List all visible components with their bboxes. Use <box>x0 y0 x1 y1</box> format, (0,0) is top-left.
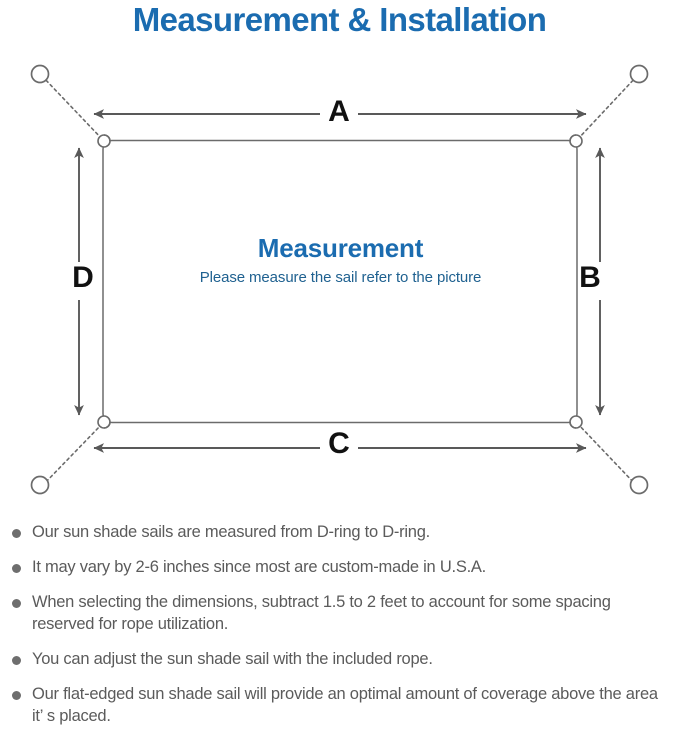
note-text: Our flat-edged sun shade sail will provi… <box>32 684 658 725</box>
diagram-svg <box>30 64 649 495</box>
d-ring-tab-bottom-right <box>569 421 577 429</box>
rope-line-top-right <box>576 75 638 141</box>
rope-line-bottom-left <box>41 422 104 487</box>
note-text: When selecting the dimensions, subtract … <box>32 592 611 633</box>
d-ring-tabs <box>103 134 577 429</box>
bullet-icon <box>12 563 21 573</box>
anchor-points <box>30 64 649 495</box>
rope-line-bottom-right <box>576 422 638 487</box>
dimension-label-a: A <box>328 95 350 128</box>
list-item: It may vary by 2-6 inches since most are… <box>0 557 679 579</box>
page-title: Measurement & Installation <box>132 1 547 38</box>
list-item: Our flat-edged sun shade sail will provi… <box>0 684 679 728</box>
d-ring-tab-top-left <box>103 134 111 142</box>
list-item: Our sun shade sails are measured from D-… <box>0 522 679 544</box>
sail-caption-title: Measurement <box>257 233 424 263</box>
dimension-label-c: C <box>328 427 350 460</box>
dimension-label-b: B <box>579 261 601 294</box>
note-text: Our sun shade sails are measured from D-… <box>32 523 430 541</box>
sail-body <box>102 139 578 424</box>
anchor-point-bottom-right <box>629 475 649 495</box>
notes-list: Our sun shade sails are measured from D-… <box>0 522 679 741</box>
rope-lines <box>41 75 638 487</box>
bullet-icon <box>12 655 21 665</box>
sail-caption: Measurement Please measure the sail refe… <box>102 234 579 286</box>
d-ring-tab-bottom-left <box>103 421 111 429</box>
anchor-point-top-left <box>30 64 50 84</box>
shade-sail-measurement-diagram: A B C D Measurement Please measure the s… <box>0 44 679 520</box>
bullet-icon <box>12 529 21 538</box>
list-item: You can adjust the sun shade sail with t… <box>0 649 679 671</box>
d-ring-tab-top-right <box>569 134 577 142</box>
bullet-icon <box>12 690 21 700</box>
bullet-icon <box>12 598 21 608</box>
dimension-label-d: D <box>72 261 94 294</box>
list-item: When selecting the dimensions, subtract … <box>0 592 679 636</box>
anchor-point-top-right <box>629 64 649 84</box>
note-text: You can adjust the sun shade sail with t… <box>32 649 433 668</box>
rope-line-top-left <box>41 75 104 141</box>
anchor-point-bottom-left <box>30 475 50 495</box>
sail-caption-subtitle: Please measure the sail refer to the pic… <box>199 268 482 286</box>
note-text: It may vary by 2-6 inches since most are… <box>32 557 487 576</box>
